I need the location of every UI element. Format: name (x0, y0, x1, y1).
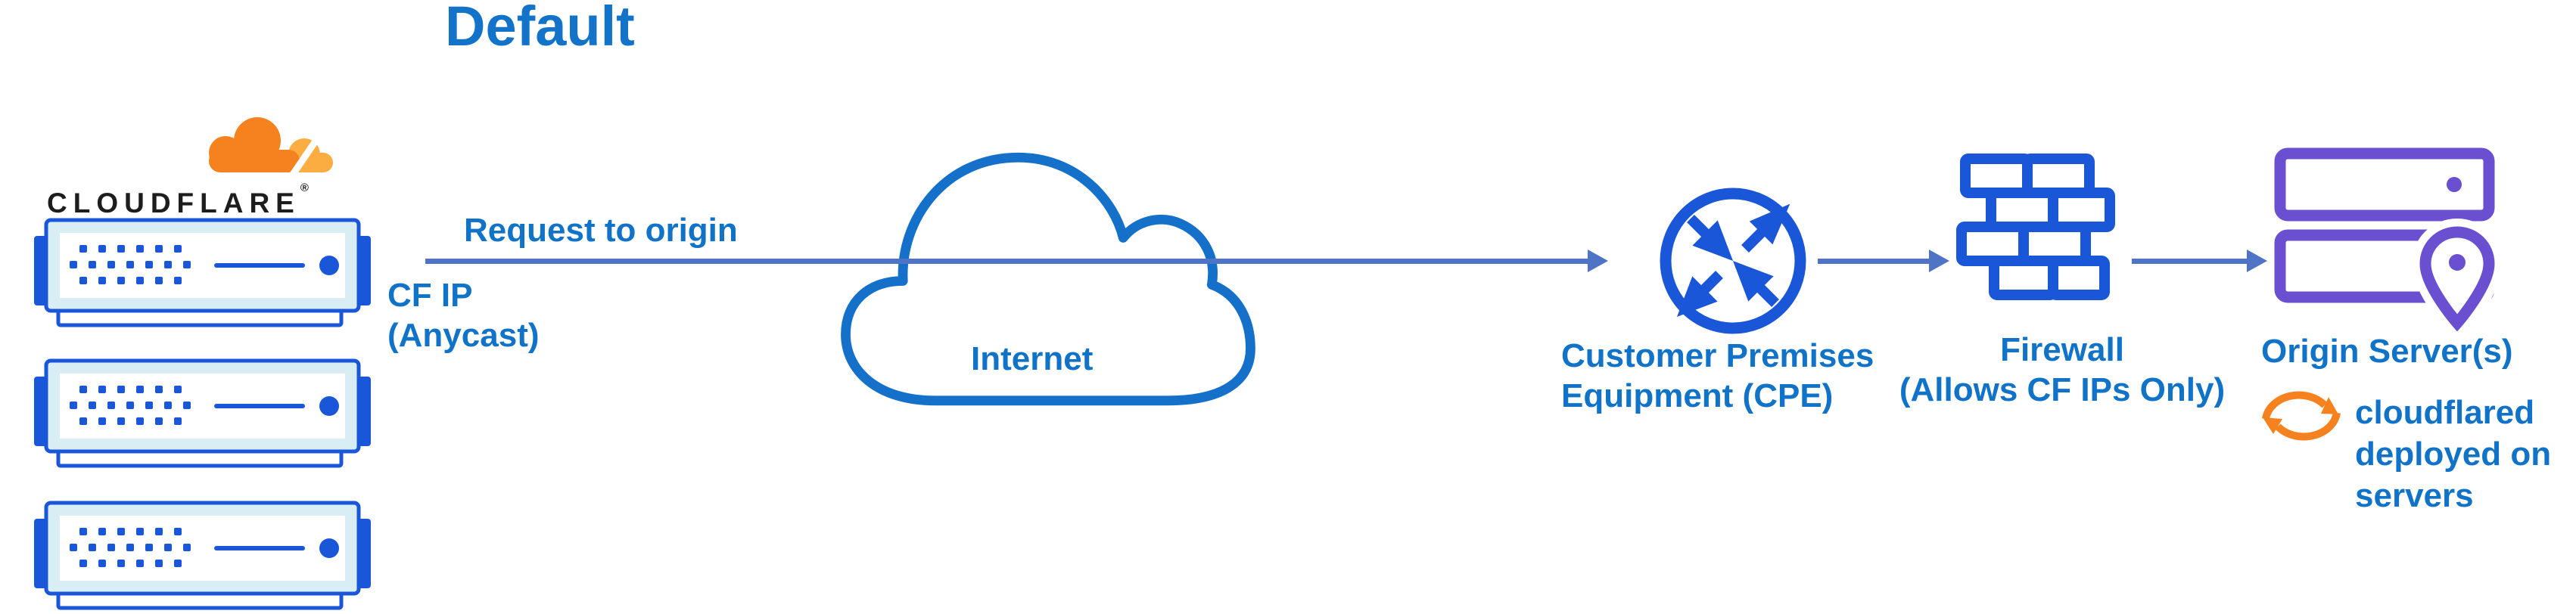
firewall-label: Firewall (Allows CF IPs Only) (1888, 330, 2236, 410)
location-pin-icon (2411, 218, 2501, 333)
cloudflared-line2: deployed on (2355, 436, 2552, 473)
cloudflare-logo-cloud-icon (189, 106, 341, 181)
arrow-right-icon (1588, 250, 1608, 272)
firewall-line1: Firewall (2000, 331, 2124, 368)
request-to-origin-label: Request to origin (464, 212, 738, 249)
server-rack-icon (34, 501, 371, 614)
cpe-line2: Equipment (CPE) (1561, 377, 1834, 414)
cloudflared-label: cloudflared deployed on servers (2355, 392, 2551, 516)
origin-servers-icon (2274, 147, 2501, 333)
cloudflare-wordmark: CLOUDFLARE® (47, 181, 309, 219)
arrow-right-icon (2247, 250, 2267, 272)
cpe-label: Customer Premises Equipment (CPE) (1561, 336, 1874, 416)
sync-icon (2257, 380, 2346, 452)
internet-cloud-icon (823, 107, 1270, 410)
cloudflare-wordmark-text: CLOUDFLARE (47, 188, 300, 219)
cpe-router-icon (1657, 185, 1809, 336)
cpe-line1: Customer Premises (1561, 337, 1874, 374)
cloudflared-line3: servers (2355, 477, 2474, 514)
cf-ip-anycast-label: CF IP (Anycast) (387, 275, 540, 355)
arrow-shaft (425, 259, 1588, 264)
diagram-title: Default (445, 0, 635, 57)
cf-ip-line2: (Anycast) (387, 317, 540, 354)
server-rack-icon (34, 218, 371, 331)
cf-ip-line1: CF IP (387, 277, 473, 314)
registered-mark: ® (300, 181, 309, 194)
arrow-right-icon (1929, 250, 1949, 272)
internet-label: Internet (971, 340, 1094, 377)
cloudflared-line1: cloudflared (2355, 394, 2535, 431)
server-rack-icon (34, 358, 371, 472)
firewall-line2: (Allows CF IPs Only) (1899, 371, 2226, 408)
arrow-shaft (2132, 259, 2247, 264)
arrow-shaft (1818, 259, 1929, 264)
firewall-icon (1956, 154, 2115, 301)
origin-servers-label: Origin Server(s) (2261, 333, 2513, 370)
